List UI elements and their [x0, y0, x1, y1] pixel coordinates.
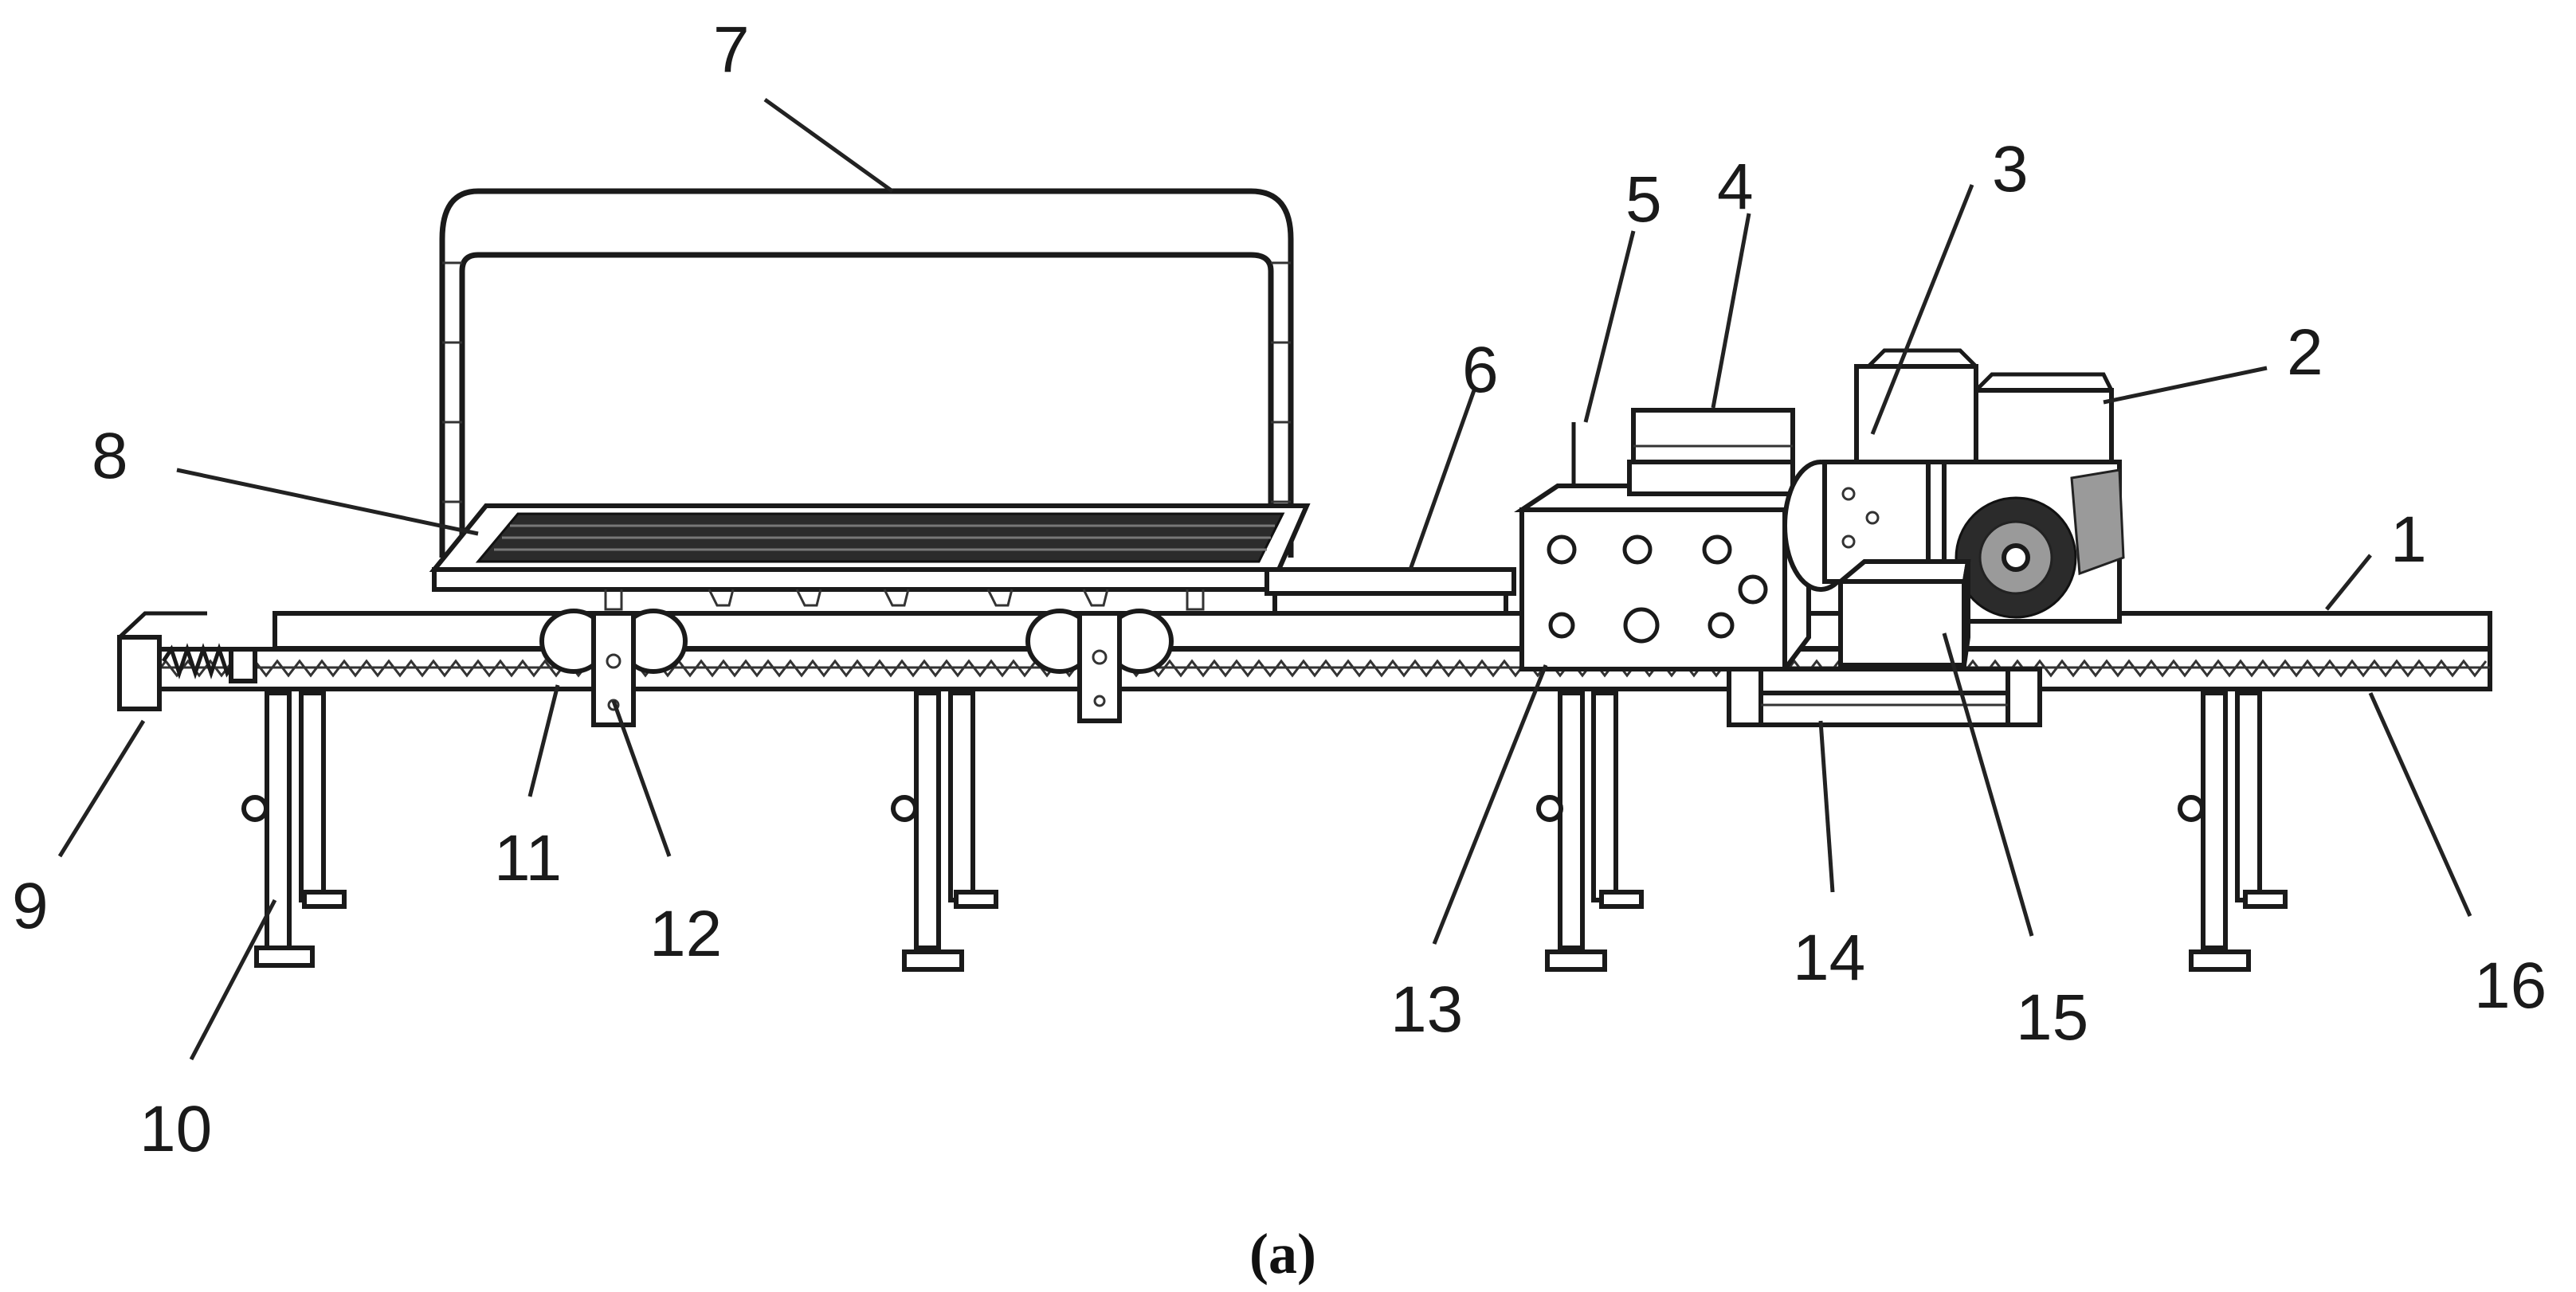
callout-12: 12 [649, 898, 722, 970]
engine-base [1834, 559, 1971, 668]
figure-caption: (a) [1249, 1222, 1316, 1286]
rail-zigzag [142, 659, 2488, 678]
callout-9: 9 [12, 870, 49, 942]
callout-2: 2 [2287, 316, 2323, 389]
callout-labels: 1 2 3 4 5 6 7 8 9 10 11 12 13 14 15 16 [12, 14, 2547, 1165]
leg-2 [891, 691, 998, 972]
leader-lines [57, 97, 2472, 1061]
leg-3 [1536, 691, 1644, 972]
end-bumper [117, 611, 257, 711]
roller-right [1025, 609, 1174, 723]
callout-8: 8 [92, 420, 128, 492]
callout-4: 4 [1717, 151, 1754, 223]
grating-pattern [494, 524, 1275, 551]
callout-11: 11 [494, 822, 562, 895]
callout-10: 10 [139, 1093, 212, 1165]
leg-1 [241, 691, 347, 968]
control-box [1514, 422, 1815, 676]
leg-4 [2178, 691, 2288, 972]
roller-left [539, 609, 688, 727]
callout-5: 5 [1625, 163, 1662, 236]
callout-15: 15 [2016, 981, 2088, 1054]
rail-track [129, 611, 2492, 691]
callout-6: 6 [1462, 334, 1499, 406]
callout-1: 1 [2390, 503, 2427, 576]
hydraulic-tank [1627, 408, 1795, 496]
callout-14: 14 [1793, 922, 1865, 994]
platform-cart [429, 188, 1311, 727]
callout-16: 16 [2474, 949, 2547, 1022]
callout-13: 13 [1390, 973, 1463, 1046]
callout-3: 3 [1992, 133, 2029, 206]
sliding-bed [1727, 667, 2042, 727]
cylinder-rod [1264, 567, 1516, 616]
engine [1854, 348, 2125, 624]
callout-7: 7 [713, 14, 750, 86]
support-legs [241, 691, 2288, 972]
